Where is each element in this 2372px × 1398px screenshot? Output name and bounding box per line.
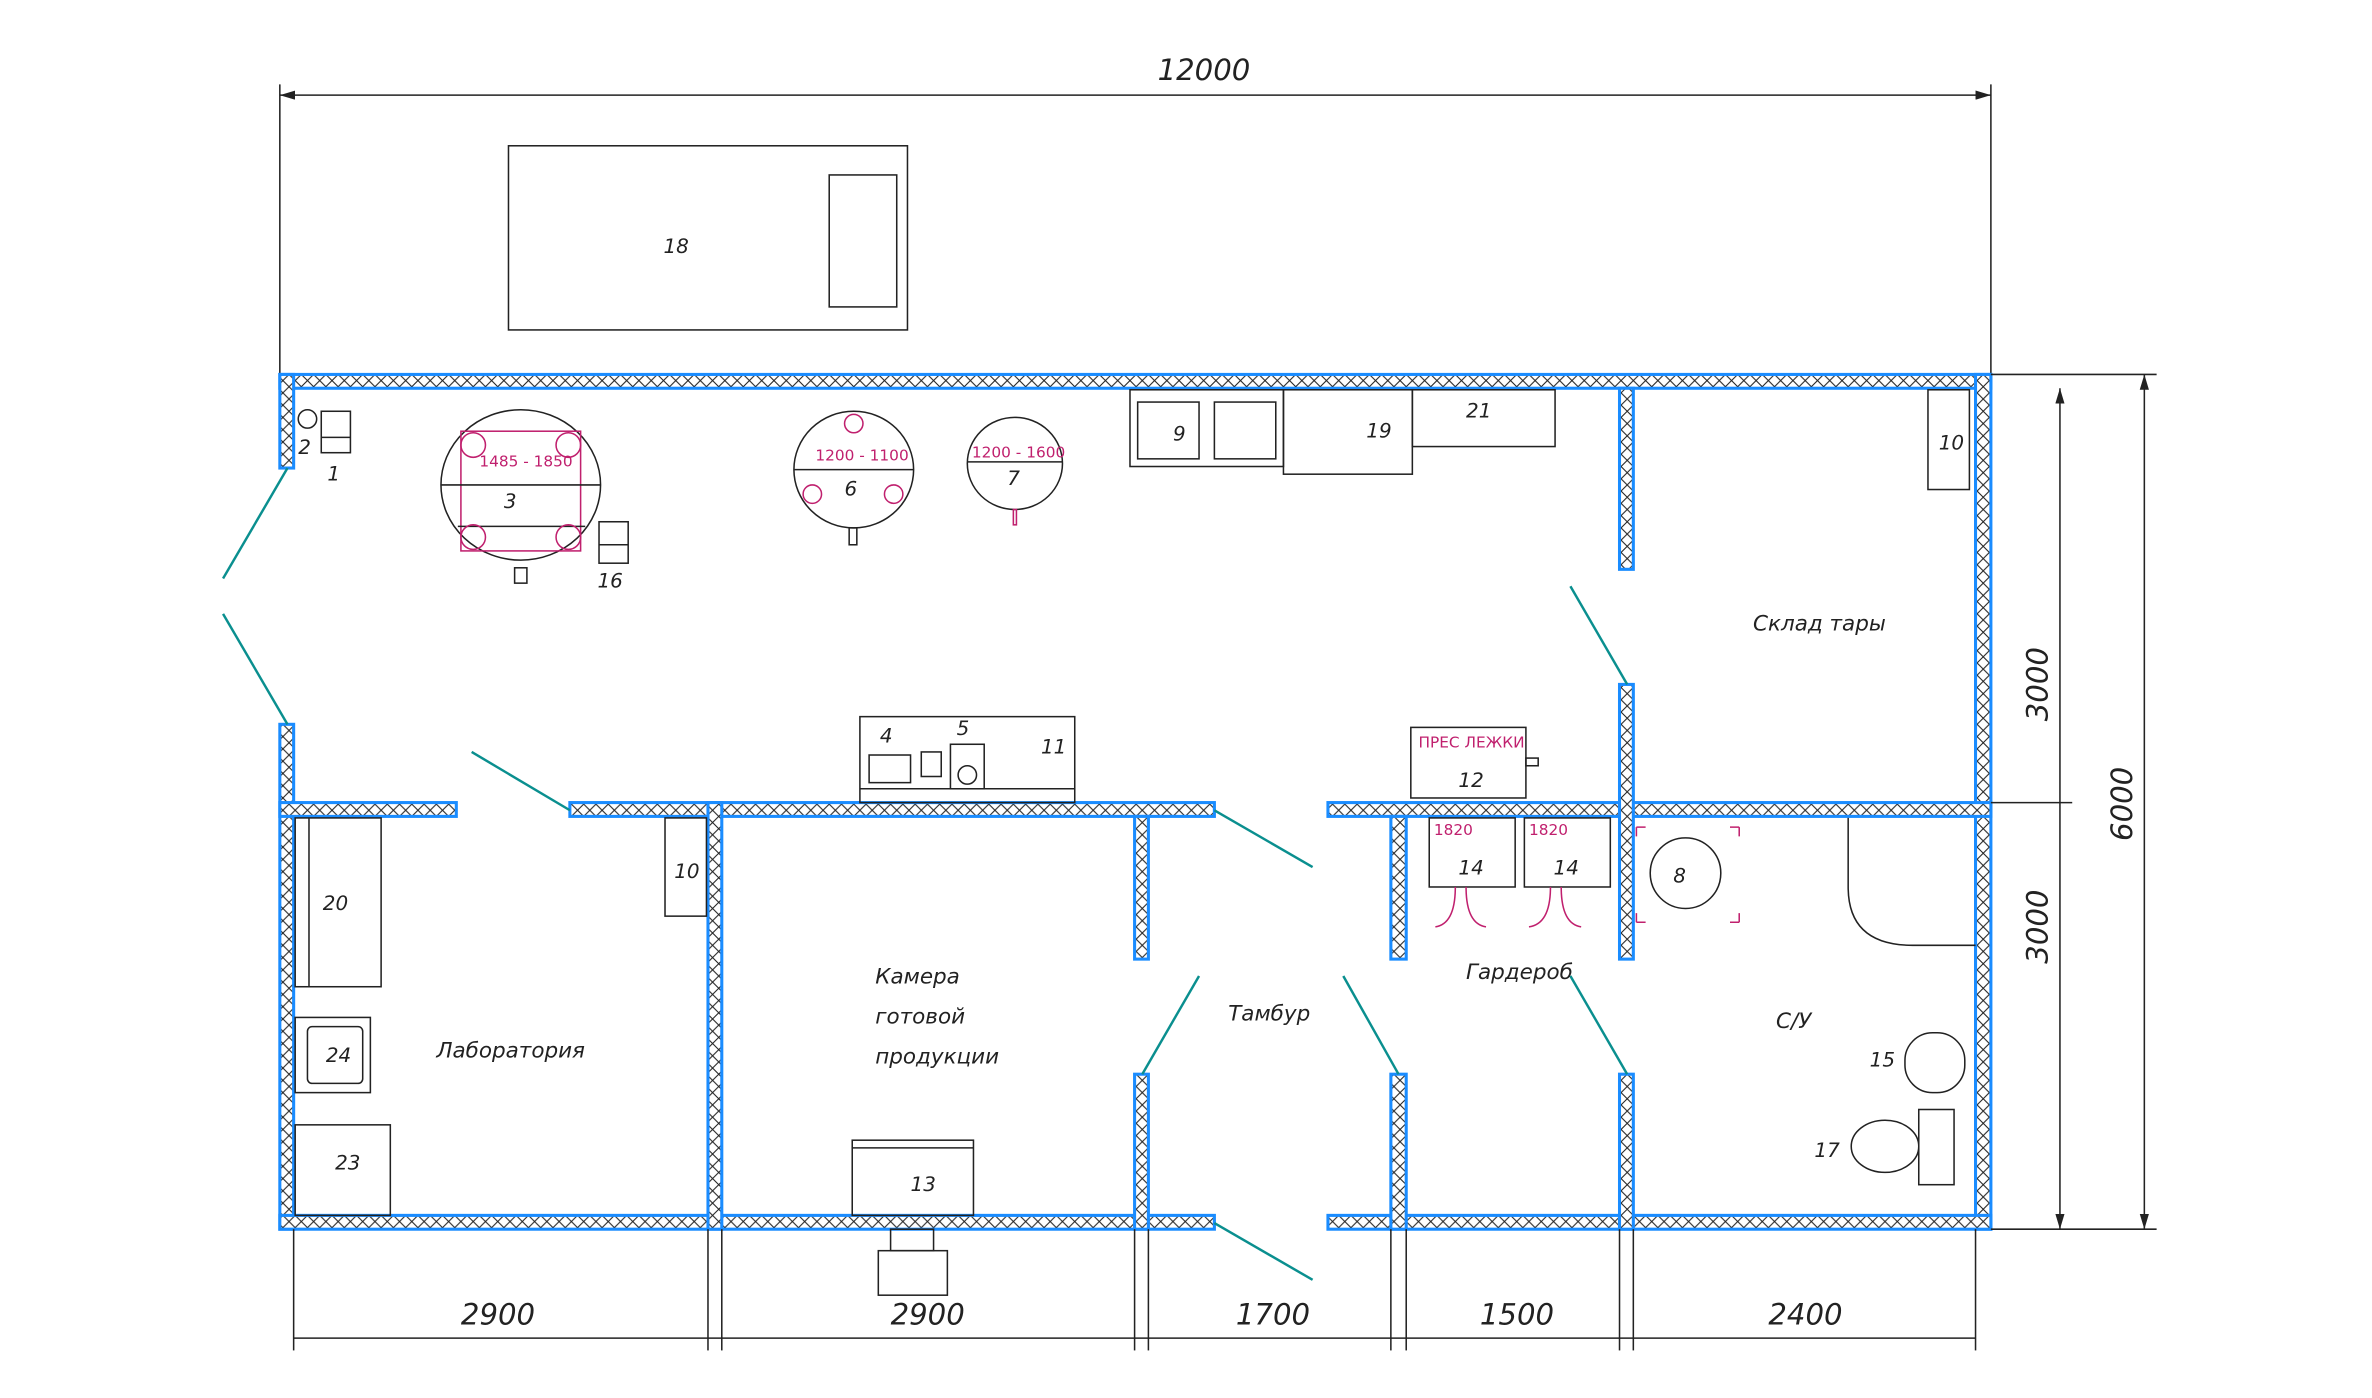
- wall-v-store-2: [1617, 682, 1635, 961]
- equipment-8[interactable]: [1649, 837, 1722, 910]
- shower[interactable]: [1847, 817, 1976, 947]
- label-18: 18: [663, 234, 688, 258]
- mark-7: 1200 - 1600: [972, 443, 1065, 461]
- equipment-19[interactable]: [1282, 389, 1414, 475]
- equipment-17[interactable]: [1850, 1119, 1920, 1174]
- room-wc: С/У: [1776, 1009, 1813, 1034]
- room-lab: Лаборатория: [435, 1038, 585, 1063]
- room-storage: Склад тары: [1753, 612, 1886, 637]
- label-1: 1: [327, 461, 340, 485]
- wall-mid-1: [278, 801, 458, 818]
- label-14b: 14: [1554, 856, 1579, 880]
- label-21: 21: [1466, 398, 1491, 422]
- equipment-18[interactable]: [507, 145, 909, 331]
- dim-total-height: 6000: [2105, 767, 2139, 841]
- equipment-2[interactable]: [297, 408, 318, 429]
- wall-mid-3: [1326, 801, 1993, 818]
- walls: [278, 372, 1993, 1231]
- door-tambur-bottom[interactable]: [1213, 1221, 1314, 1281]
- wall-v-store-3: [1617, 1072, 1635, 1231]
- label-2: 2: [298, 435, 311, 459]
- label-9: 9: [1173, 421, 1186, 445]
- equipment-10-lab[interactable]: [664, 817, 708, 917]
- label-14a: 14: [1458, 856, 1483, 880]
- label-3: 3: [504, 489, 517, 513]
- label-12: 12: [1458, 768, 1483, 792]
- equipment-1[interactable]: [320, 410, 352, 454]
- equipment-24[interactable]: [294, 1016, 372, 1094]
- label-7: 7: [1007, 466, 1020, 490]
- mark-6: 1200 - 1100: [815, 446, 908, 464]
- door-main-1[interactable]: [221, 467, 289, 580]
- label-20: 20: [323, 891, 348, 915]
- wall-v-tambur-upper: [1389, 814, 1408, 961]
- equipment-23[interactable]: [294, 1124, 392, 1217]
- label-10a: 10: [1939, 431, 1964, 455]
- equipment-21[interactable]: [1411, 389, 1556, 448]
- dim-total-width: 12000: [1158, 53, 1251, 87]
- equipment-16[interactable]: [598, 520, 629, 564]
- wall-left-upper: [278, 372, 296, 470]
- label-10b: 10: [674, 859, 699, 883]
- mark-12: ПРЕС ЛЕЖКИ: [1418, 733, 1524, 751]
- wall-v-chamber-lower: [1133, 1072, 1150, 1231]
- label-8: 8: [1673, 863, 1686, 887]
- wall-v-store-1: [1617, 386, 1635, 571]
- label-23: 23: [335, 1150, 360, 1174]
- label-13: 13: [911, 1172, 936, 1196]
- room-chamber-line1: Камера: [875, 965, 960, 990]
- room-wardrobe: Гардероб: [1466, 960, 1573, 985]
- equipment-7[interactable]: [966, 416, 1064, 511]
- dimensions: 12000 2900 2900 1700 1500 2400 3000 3000…: [279, 53, 2157, 1351]
- equipment-14a[interactable]: [1428, 817, 1516, 888]
- room-chamber-line2: готовой: [875, 1005, 965, 1030]
- dim-bottom-4: 1500: [1480, 1297, 1554, 1331]
- wall-bottom-left: [278, 1213, 1216, 1231]
- doors: [221, 467, 1629, 1281]
- equipment-14b[interactable]: [1523, 817, 1612, 888]
- wall-mid-2: [568, 801, 1216, 818]
- dim-right-lower: 3000: [2021, 890, 2055, 964]
- dim-bottom-5: 2400: [1768, 1297, 1842, 1331]
- mark-3: 1485 - 1850: [479, 453, 572, 471]
- wall-v-tambur-lower: [1389, 1072, 1408, 1231]
- wall-left-lower: [278, 722, 296, 1231]
- label-16: 16: [597, 569, 622, 593]
- wall-bottom-right: [1326, 1213, 1993, 1231]
- room-vestibule: Тамбур: [1228, 1001, 1310, 1026]
- label-17: 17: [1814, 1138, 1840, 1162]
- wall-v-chamber-upper: [1133, 814, 1150, 961]
- label-4: 4: [880, 724, 893, 748]
- equipment-20[interactable]: [294, 817, 382, 988]
- wall-top: [278, 372, 1993, 390]
- dim-bottom-2: 2900: [891, 1297, 965, 1331]
- equipment-11[interactable]: [859, 715, 1076, 804]
- label-6: 6: [845, 477, 858, 501]
- door-main-2[interactable]: [221, 613, 289, 725]
- door-wardrobe[interactable]: [1342, 975, 1400, 1075]
- label-5: 5: [957, 716, 970, 740]
- equipment: 2 1 1485 - 1850 3 16 1200 - 1100 6 1200 …: [294, 389, 1976, 1296]
- label-11: 11: [1041, 734, 1066, 758]
- equipment-15[interactable]: [1904, 1032, 1966, 1094]
- equipment-10-storage[interactable]: [1927, 389, 1971, 491]
- room-chamber-line3: продукции: [875, 1044, 999, 1069]
- door-wc[interactable]: [1569, 975, 1629, 1075]
- outdoor-area: 18: [279, 84, 1992, 375]
- wall-v-lab: [706, 801, 724, 1231]
- label-15: 15: [1870, 1048, 1895, 1072]
- equipment-13[interactable]: [851, 1139, 975, 1217]
- door-lab[interactable]: [471, 750, 571, 812]
- dim-right-upper: 3000: [2021, 647, 2055, 721]
- mark-14a: 1820: [1434, 821, 1473, 839]
- door-chamber[interactable]: [1141, 975, 1201, 1075]
- door-storage[interactable]: [1569, 585, 1629, 686]
- door-tambur-top[interactable]: [1213, 809, 1314, 869]
- label-19: 19: [1366, 418, 1391, 442]
- label-24: 24: [326, 1043, 351, 1067]
- dim-bottom-3: 1700: [1236, 1297, 1310, 1331]
- dim-bottom-1: 2900: [461, 1297, 535, 1331]
- mark-14b: 1820: [1529, 821, 1568, 839]
